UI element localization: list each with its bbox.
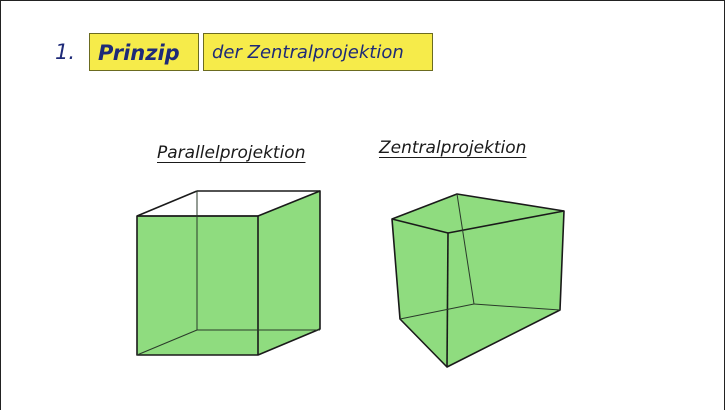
parallel-projection-cube <box>136 190 321 356</box>
central-cube-front-vertical-edge <box>446 232 449 368</box>
parallel-cube-hidden-diagonal <box>136 329 198 356</box>
central-cube-top-front-right-edge <box>447 210 565 234</box>
central-projection-cube <box>391 193 565 368</box>
central-cube-outline <box>391 193 565 368</box>
heading-highlight-zentralprojektion: der Zentralprojektion <box>203 33 433 71</box>
central-cube-top-front-left-edge <box>391 218 449 234</box>
heading-highlight-prinzip: Prinzip <box>89 33 199 71</box>
parallel-projection-label: Parallelprojektion <box>157 143 306 163</box>
parallel-cube-top-left-edge <box>136 190 198 217</box>
central-cube-hidden-vertical <box>456 193 475 305</box>
parallel-cube-front-edges <box>137 215 259 355</box>
central-cube-hidden-left <box>399 303 475 320</box>
central-cube-hidden-right <box>473 303 561 311</box>
heading-number: 1. <box>55 40 76 64</box>
central-projection-label: Zentralprojektion <box>379 138 527 158</box>
